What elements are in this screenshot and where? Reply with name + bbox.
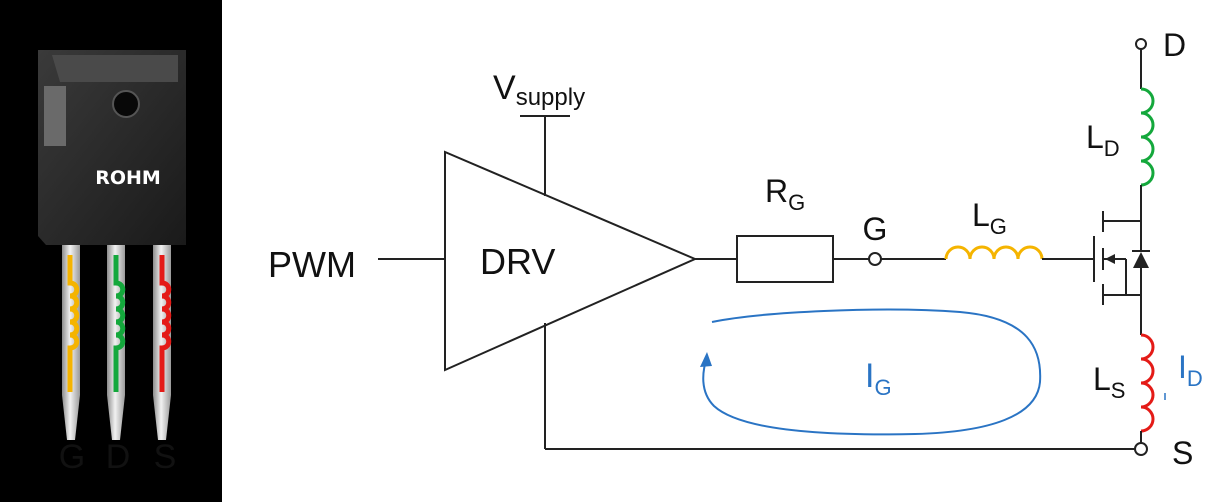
package-tab [52,55,178,82]
pin-gate-inductor-icon [67,255,80,392]
pin-drain-inductor-icon [113,255,126,392]
pin-label-d: D [106,438,131,476]
package-body [38,50,186,245]
gate-current-arrow-icon [700,352,712,367]
schematic-background [222,0,1222,502]
pin-gate-tip [62,395,80,440]
pin-source-inductor-icon [159,255,172,392]
pin-source-tip [153,395,171,440]
pwm-label: PWM [268,244,356,285]
resistor-label: RG [765,173,805,215]
source-node-label: S [1172,435,1193,471]
source-node-icon [1134,442,1148,456]
gate-node-icon [868,252,882,266]
drain-inductor-label: LD [1086,119,1120,161]
to247-package: ROHM G D S [38,50,186,476]
mounting-hole [112,90,140,118]
gate-inductor-icon [944,245,1044,260]
pin-drain-tip [107,395,125,440]
pin-label-g: G [59,438,85,476]
supply-label: Vsupply [493,69,585,111]
driver-label: DRV [480,241,555,282]
driver-triangle [444,150,698,372]
gate-current-label: IG [865,357,892,400]
source-inductor-label: LS [1093,361,1125,403]
gate-current-loop-icon [702,308,1042,436]
drain-node-label: D [1163,27,1186,63]
package-brand: ROHM [95,167,161,189]
schematic [378,38,1166,456]
package-notch [44,86,66,146]
drain-current-label: ID [1178,349,1203,391]
source-inductor-icon [1140,333,1155,433]
drain-node-icon [1135,38,1147,50]
drain-inductor-icon [1140,87,1155,187]
mosfet-icon [1093,211,1150,305]
gate-inductor-label: LG [972,197,1007,239]
gate-node-label: G [863,211,888,247]
pin-label-s: S [154,438,177,476]
